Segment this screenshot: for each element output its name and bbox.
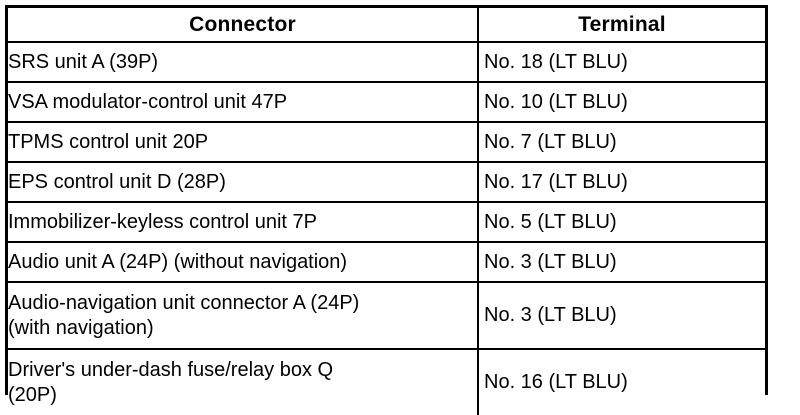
screenshot-root: Connector Terminal SRS unit A (39P) No. … bbox=[5, 5, 768, 415]
table-row: Audio-navigation unit connector A (24P) … bbox=[8, 282, 765, 350]
cell-terminal: No. 3 (LT BLU) bbox=[478, 282, 765, 350]
cell-terminal: No. 5 (LT BLU) bbox=[478, 202, 765, 243]
cell-connector: Driver's under-dash fuse/relay box Q (20… bbox=[8, 349, 479, 415]
cell-connector: TPMS control unit 20P bbox=[8, 122, 479, 163]
table-row: Audio unit A (24P) (without navigation) … bbox=[8, 242, 765, 283]
cell-terminal: No. 18 (LT BLU) bbox=[478, 42, 765, 83]
cell-connector: EPS control unit D (28P) bbox=[8, 162, 479, 203]
cell-terminal-text: No. 17 (LT BLU) bbox=[484, 170, 628, 193]
table-header: Connector Terminal bbox=[8, 8, 765, 43]
cell-connector: Audio-navigation unit connector A (24P) … bbox=[8, 282, 479, 350]
cell-connector-text: TPMS control unit 20P bbox=[8, 130, 209, 153]
cell-terminal-text: No. 10 (LT BLU) bbox=[484, 90, 628, 113]
cell-terminal: No. 10 (LT BLU) bbox=[478, 82, 765, 123]
table-row: Driver's under-dash fuse/relay box Q (20… bbox=[8, 349, 765, 415]
cell-terminal: No. 7 (LT BLU) bbox=[478, 122, 765, 163]
table-row: TPMS control unit 20P No. 7 (LT BLU) bbox=[8, 122, 765, 163]
connector-terminal-table: Connector Terminal SRS unit A (39P) No. … bbox=[5, 5, 768, 415]
cell-terminal: No. 16 (LT BLU) bbox=[478, 349, 765, 415]
cell-terminal: No. 3 (LT BLU) bbox=[478, 242, 765, 283]
cell-connector-text: SRS unit A (39P) bbox=[8, 50, 159, 73]
cell-terminal: No. 17 (LT BLU) bbox=[478, 162, 765, 203]
cell-connector-text: Audio unit A (24P) (without navigation) bbox=[8, 250, 348, 273]
cell-connector: VSA modulator-control unit 47P bbox=[8, 82, 479, 123]
cell-connector-text: Immobilizer-keyless control unit 7P bbox=[8, 210, 317, 233]
cell-terminal-text: No. 3 (LT BLU) bbox=[484, 250, 617, 273]
cell-terminal-text: No. 5 (LT BLU) bbox=[484, 210, 617, 233]
cell-terminal-text: No. 3 (LT BLU) bbox=[484, 304, 617, 326]
table-body: SRS unit A (39P) No. 18 (LT BLU) VSA mod… bbox=[8, 42, 765, 415]
cell-connector-text: Driver's under-dash fuse/relay box Q (20… bbox=[8, 358, 334, 406]
cell-terminal-text: No. 16 (LT BLU) bbox=[484, 371, 628, 393]
table-row: Immobilizer-keyless control unit 7P No. … bbox=[8, 202, 765, 243]
cell-connector: SRS unit A (39P) bbox=[8, 42, 479, 83]
column-header-terminal: Terminal bbox=[478, 8, 765, 43]
column-header-connector: Connector bbox=[8, 8, 479, 43]
cell-terminal-text: No. 7 (LT BLU) bbox=[484, 130, 617, 153]
table-header-row: Connector Terminal bbox=[8, 8, 765, 43]
cell-connector-text: VSA modulator-control unit 47P bbox=[8, 90, 288, 113]
table-row: VSA modulator-control unit 47P No. 10 (L… bbox=[8, 82, 765, 123]
cell-terminal-text: No. 18 (LT BLU) bbox=[484, 50, 628, 73]
table-row: EPS control unit D (28P) No. 17 (LT BLU) bbox=[8, 162, 765, 203]
cell-connector: Immobilizer-keyless control unit 7P bbox=[8, 202, 479, 243]
cell-connector-text: Audio-navigation unit connector A (24P) … bbox=[8, 291, 360, 339]
cell-connector-text: EPS control unit D (28P) bbox=[8, 170, 226, 193]
cell-connector: Audio unit A (24P) (without navigation) bbox=[8, 242, 479, 283]
spec-table: Connector Terminal SRS unit A (39P) No. … bbox=[8, 8, 765, 415]
table-row: SRS unit A (39P) No. 18 (LT BLU) bbox=[8, 42, 765, 83]
